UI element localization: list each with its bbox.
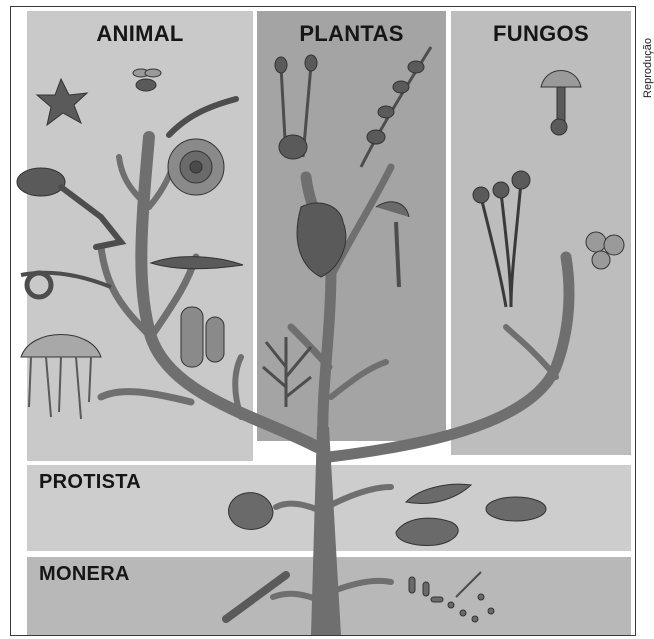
flowering-plant-icon: [361, 47, 431, 167]
bee-icon: [133, 69, 161, 91]
flatworm-icon: [151, 257, 243, 269]
plant-organisms: [263, 47, 431, 407]
image-credit: Reprodução: [640, 10, 654, 130]
monera-organisms: [226, 572, 494, 622]
paramecium-icon: [486, 497, 546, 521]
bacteria-icon: [409, 572, 494, 622]
animal-organisms: [17, 69, 243, 419]
roundworm-icon: [21, 273, 111, 297]
sponge-icon: [181, 307, 224, 367]
frog-icon: [17, 168, 121, 247]
nautilus-icon: [168, 139, 224, 195]
tree-of-life-diagram: ANIMAL PLANTAS FUNGOS PROTISTA MONERA: [10, 6, 636, 636]
moss-icon: [275, 55, 317, 159]
tree-illustration: [11, 7, 635, 635]
worm-icon: [169, 99, 236, 135]
mushroom-icon: [541, 71, 581, 136]
protist-organisms: [229, 484, 547, 545]
mold-icon: [473, 171, 530, 307]
credit-text: Reprodução: [642, 8, 654, 128]
amoeba-icon: [396, 518, 458, 545]
branch-fungos: [329, 257, 569, 457]
seaweed-icon: [263, 337, 311, 407]
yeast-icon: [586, 232, 624, 269]
fungi-organisms: [473, 71, 624, 308]
euglena-icon: [406, 484, 471, 503]
radiolarian-icon: [229, 493, 274, 530]
starfish-icon: [37, 79, 87, 125]
jellyfish-icon: [21, 335, 101, 420]
fern-icon: [376, 202, 409, 287]
